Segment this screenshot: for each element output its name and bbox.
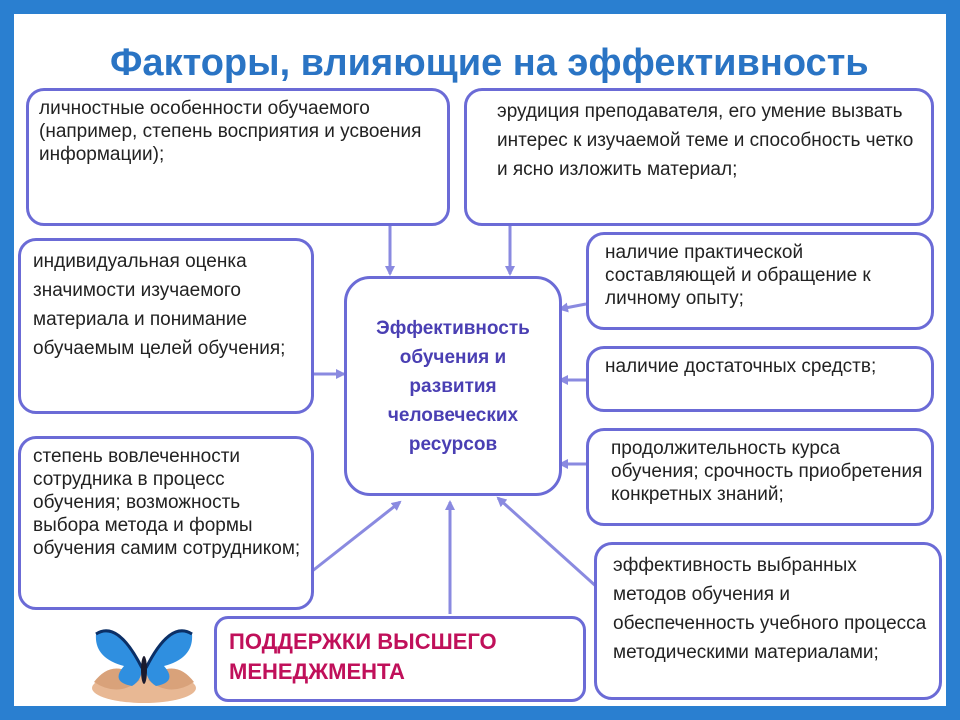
arrow-practical <box>558 302 587 313</box>
connector-arrows <box>310 224 600 614</box>
factor-box-resources: наличие достаточных средств; <box>586 346 934 412</box>
factor-box-personal: личностные особенности обучаемого (напри… <box>26 88 450 226</box>
butterfly-on-hands-icon <box>92 629 196 703</box>
factor-box-involvement: степень вовлеченности сотрудника в проце… <box>18 436 314 610</box>
arrow-methods <box>496 496 600 590</box>
factor-box-erudition: эрудиция преподавателя, его умение вызва… <box>464 88 934 226</box>
factor-box-methods: эффективность выбранных методов обучения… <box>594 542 942 700</box>
central-goal-box: Эффективность обучения и развития челове… <box>344 276 562 496</box>
factor-box-practical: наличие практической составляющей и обра… <box>586 232 934 330</box>
slide-title: Факторы, влияющие на эффективность <box>110 42 869 84</box>
factor-box-assessment: индивидуальная оценка значимости изучаем… <box>18 238 314 414</box>
factor-box-duration: продолжительность курса обучения; срочно… <box>586 428 934 526</box>
management-support-box: ПОДДЕРЖКИ ВЫСШЕГО МЕНЕДЖМЕНТА <box>214 616 586 702</box>
slide: Факторы, влияющие на эффективность лично… <box>14 14 946 706</box>
arrow-involvement <box>310 500 402 574</box>
